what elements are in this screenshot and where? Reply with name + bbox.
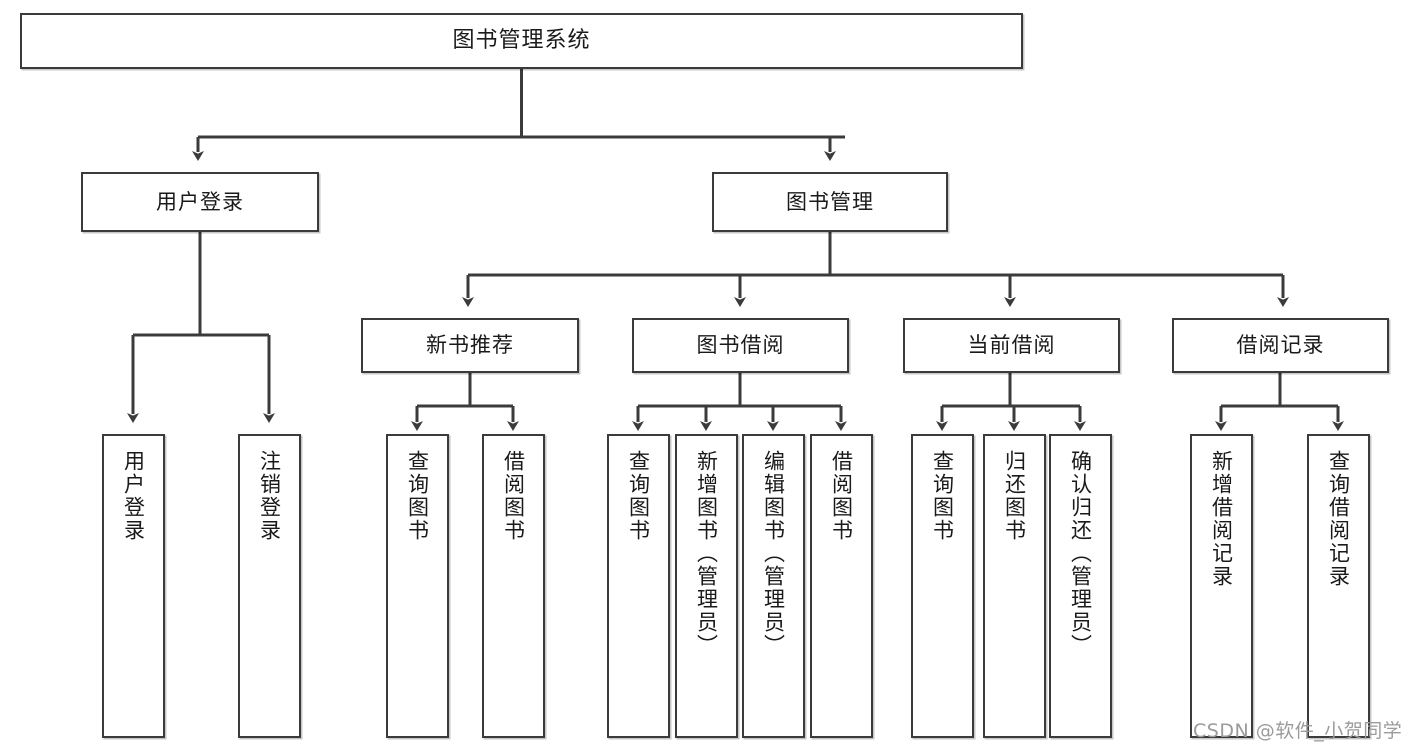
node-leaf-borrow-book-rec-label: 借阅图书 bbox=[501, 450, 526, 542]
node-root[interactable]: 图书管理系统 bbox=[20, 13, 1023, 69]
node-book-borrow-label: 图书借阅 bbox=[696, 333, 785, 358]
node-leaf-confirm-return[interactable]: 确认归还（管理员） bbox=[1049, 434, 1112, 738]
node-leaf-query-book-cur-label: 查询图书 bbox=[930, 450, 955, 542]
node-leaf-logout[interactable]: 注销登录 bbox=[238, 434, 301, 738]
node-leaf-edit-book-label: 编辑图书（管理员） bbox=[761, 450, 786, 657]
node-borrow-record-label: 借阅记录 bbox=[1236, 333, 1325, 358]
node-new-book-rec-label: 新书推荐 bbox=[426, 333, 514, 358]
node-leaf-borrow-book-label: 借阅图书 bbox=[829, 450, 854, 542]
node-leaf-query-book-cur[interactable]: 查询图书 bbox=[911, 434, 974, 738]
node-book-manage-label: 图书管理 bbox=[786, 189, 874, 214]
node-leaf-query-book-rec[interactable]: 查询图书 bbox=[386, 434, 449, 738]
node-leaf-query-record[interactable]: 查询借阅记录 bbox=[1307, 434, 1370, 738]
node-current-borrow[interactable]: 当前借阅 bbox=[903, 318, 1120, 373]
node-new-book-rec[interactable]: 新书推荐 bbox=[361, 318, 579, 373]
node-leaf-return-book-label: 归还图书 bbox=[1002, 450, 1027, 542]
node-leaf-add-book[interactable]: 新增图书（管理员） bbox=[675, 434, 738, 738]
node-leaf-query-book-rec-label: 查询图书 bbox=[405, 450, 430, 542]
node-user-login-label: 用户登录 bbox=[156, 189, 244, 214]
node-borrow-record[interactable]: 借阅记录 bbox=[1172, 318, 1389, 373]
node-leaf-borrow-book-rec[interactable]: 借阅图书 bbox=[482, 434, 545, 738]
node-book-manage[interactable]: 图书管理 bbox=[712, 172, 948, 232]
node-leaf-query-book-borrow-label: 查询图书 bbox=[626, 450, 651, 542]
node-root-label: 图书管理系统 bbox=[452, 28, 591, 54]
node-leaf-add-record[interactable]: 新增借阅记录 bbox=[1190, 434, 1253, 738]
node-user-login[interactable]: 用户登录 bbox=[81, 172, 319, 232]
node-leaf-add-record-label: 新增借阅记录 bbox=[1209, 450, 1234, 588]
node-leaf-add-book-label: 新增图书（管理员） bbox=[694, 450, 719, 657]
node-leaf-query-record-label: 查询借阅记录 bbox=[1326, 450, 1351, 588]
node-leaf-confirm-return-label: 确认归还（管理员） bbox=[1068, 450, 1093, 657]
node-leaf-return-book[interactable]: 归还图书 bbox=[983, 434, 1046, 738]
node-leaf-user-login[interactable]: 用户登录 bbox=[102, 434, 165, 738]
node-leaf-query-book-borrow[interactable]: 查询图书 bbox=[607, 434, 670, 738]
node-book-borrow[interactable]: 图书借阅 bbox=[632, 318, 849, 373]
node-leaf-edit-book[interactable]: 编辑图书（管理员） bbox=[742, 434, 805, 738]
node-current-borrow-label: 当前借阅 bbox=[967, 333, 1056, 358]
node-leaf-user-login-label: 用户登录 bbox=[121, 450, 146, 542]
node-leaf-logout-label: 注销登录 bbox=[257, 450, 282, 542]
node-leaf-borrow-book[interactable]: 借阅图书 bbox=[810, 434, 873, 738]
